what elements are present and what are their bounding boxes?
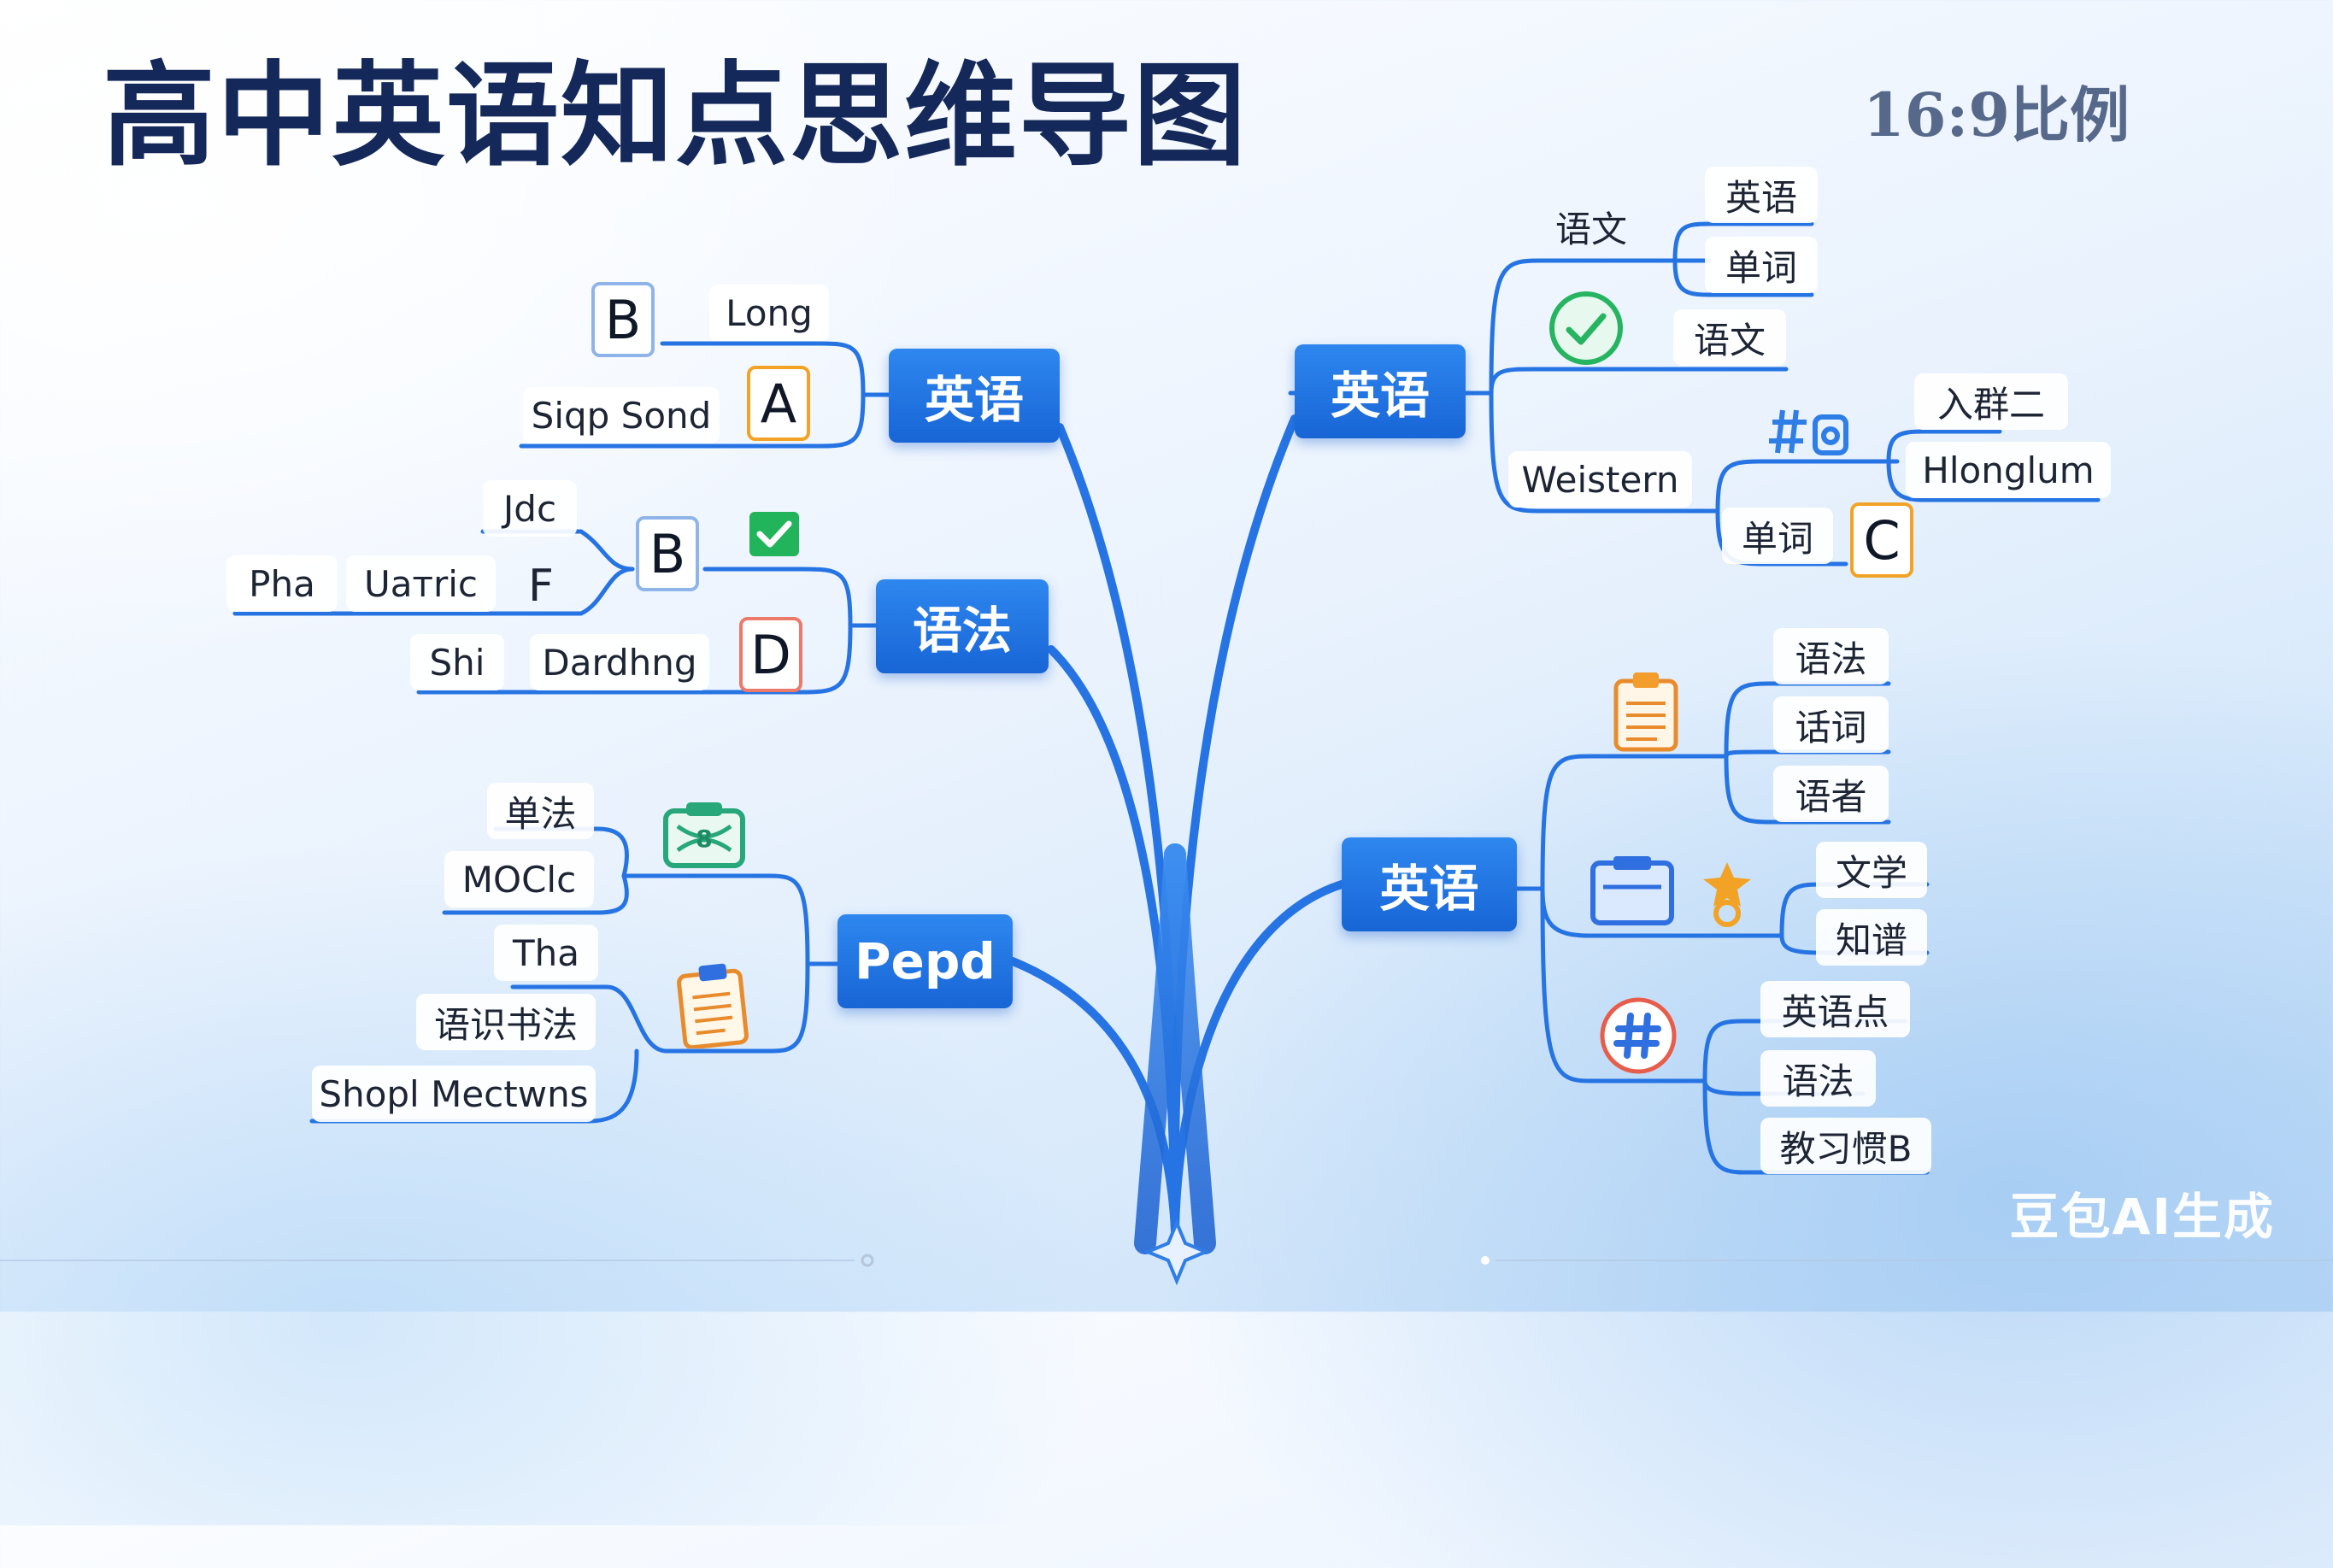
money-camera-icon: 8 [663, 802, 745, 868]
leaf-shopl-mectwns[interactable]: Shopl Mectwns [312, 1066, 596, 1122]
check-circle-icon [1549, 291, 1623, 365]
hub-right-english-bottom[interactable]: 英语 [1342, 837, 1517, 931]
hub-left-english[interactable]: 英语 [889, 349, 1060, 443]
hub-right-english-top[interactable]: 英语 [1295, 344, 1466, 438]
leaf-ruqun-er[interactable]: 入群二 [1914, 373, 2068, 430]
leaf-f[interactable]: F [528, 561, 554, 612]
leaf-hlonglum[interactable]: Hlonglum [1906, 442, 2111, 498]
leaf-wenxue[interactable]: 文学 [1816, 842, 1927, 898]
badge-b: B [591, 282, 655, 357]
notepad-icon [1613, 672, 1678, 752]
leaf-moclc[interactable]: MOClc [444, 851, 594, 907]
badge-b2: B [636, 516, 699, 591]
leaf-siqp-sond[interactable]: Siqp Sond [523, 387, 720, 443]
leaf-yuzhe[interactable]: 语者 [1773, 766, 1889, 822]
leaf-pha[interactable]: Pha [226, 555, 338, 612]
leaf-zhipu[interactable]: 知谱 [1816, 909, 1927, 966]
svg-text:8: 8 [696, 825, 712, 853]
leaf-danfa[interactable]: 单法 [487, 783, 594, 839]
label-yuwen[interactable]: 语文 [1555, 208, 1628, 250]
leaf-yufa-2[interactable]: 语法 [1760, 1050, 1876, 1107]
leaf-long[interactable]: Long [709, 285, 829, 341]
leaf-uatric[interactable]: Uaтric [346, 555, 496, 612]
badge-d: D [739, 617, 802, 692]
badge-c: C [1850, 502, 1913, 578]
leaf-shi[interactable]: Shi [410, 634, 504, 690]
leaf-danci[interactable]: 单词 [1705, 237, 1818, 293]
leaf-yingyu[interactable]: 英语 [1705, 167, 1818, 223]
clipboard-icon [677, 963, 749, 1048]
leaf-yingyudian[interactable]: 英语点 [1760, 981, 1910, 1037]
folder-icon [1590, 856, 1674, 925]
hub-grammar[interactable]: 语法 [876, 579, 1049, 673]
leaf-weistern[interactable]: Weistern [1508, 451, 1692, 508]
badge-a: A [747, 366, 810, 441]
connector-lines [0, 221, 2333, 1286]
leaf-yufa[interactable]: 语法 [1773, 628, 1889, 684]
leaf-huaci[interactable]: 话词 [1773, 696, 1889, 753]
check-square-icon [749, 512, 799, 556]
watermark: 豆包AI生成 [2009, 1188, 2275, 1246]
hash-circle-icon [1600, 997, 1677, 1074]
leaf-danci-2[interactable]: 单词 [1722, 508, 1833, 564]
ratio-label: 16:9比例 [1863, 79, 2130, 150]
leaf-dardhng[interactable]: Dardhng [530, 634, 709, 690]
leaf-yushi-shufa[interactable]: 语识书法 [416, 994, 596, 1050]
hash-cup-icon [1769, 409, 1848, 455]
leaf-tha[interactable]: Tha [494, 925, 598, 981]
leaf-jiaoxi-guanb[interactable]: 教习惯B [1760, 1118, 1931, 1174]
medal-icon [1703, 862, 1751, 927]
trunk-star-icon [1143, 1218, 1211, 1286]
page-title: 高中英语知点思维导图 [103, 50, 1248, 182]
leaf-yuwen-2[interactable]: 语文 [1673, 309, 1786, 366]
leaf-jdc[interactable]: Jdc [483, 480, 577, 537]
hub-pepd[interactable]: Pepd [837, 914, 1013, 1008]
